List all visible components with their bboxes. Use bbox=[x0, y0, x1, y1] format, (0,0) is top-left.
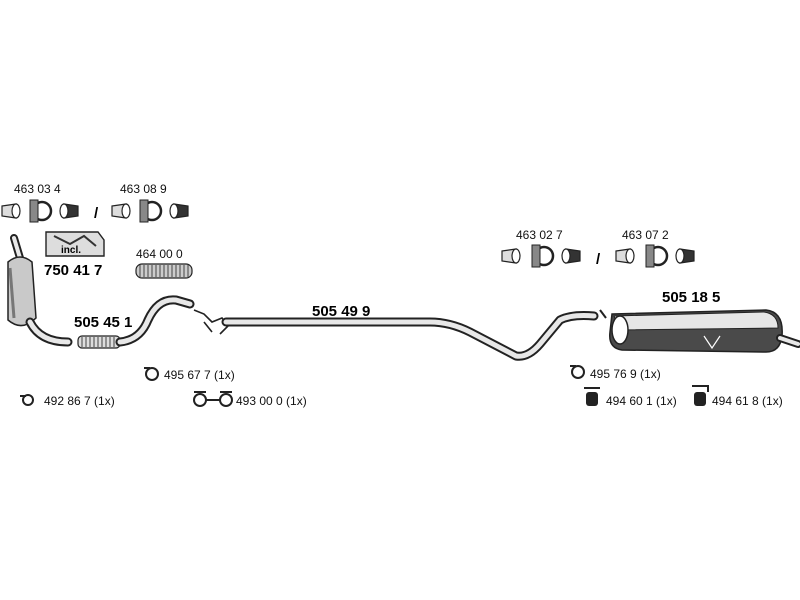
kit-incl-label: incl. bbox=[61, 245, 81, 256]
gasket-label: 493 00 0 (1x) bbox=[236, 394, 307, 408]
clamp-set-icon bbox=[1, 199, 189, 223]
front-pipe bbox=[77, 295, 195, 349]
rear-clamp-set-icon bbox=[501, 244, 695, 268]
mount-2-label: 494 61 8 (1x) bbox=[712, 394, 783, 408]
clip-icon-3 bbox=[570, 365, 585, 379]
clamp-c-label: 463 02 7 bbox=[516, 228, 563, 242]
mount-1-label: 494 60 1 (1x) bbox=[606, 394, 677, 408]
mounting-kit-icon bbox=[45, 231, 105, 257]
flex-pipe-label: 464 00 0 bbox=[136, 247, 183, 261]
mid-pipe bbox=[193, 309, 599, 361]
front-pipe-label: 505 45 1 bbox=[74, 314, 132, 331]
clamp-b-label: 463 08 9 bbox=[120, 182, 167, 196]
clamp-d-label: 463 07 2 bbox=[622, 228, 669, 242]
rear-muffler-label: 505 18 5 bbox=[662, 289, 720, 306]
clip-2-label: 495 67 7 (1x) bbox=[164, 368, 235, 382]
clip-icon bbox=[20, 394, 34, 406]
clip-icon-2 bbox=[144, 367, 159, 381]
separator-1: / bbox=[94, 205, 99, 222]
clip-1-label: 492 86 7 (1x) bbox=[44, 394, 115, 408]
clip-3-label: 495 76 9 (1x) bbox=[590, 367, 661, 381]
rubber-mount-icon bbox=[584, 387, 600, 406]
separator-2: / bbox=[596, 251, 601, 268]
rubber-mount-icon-2 bbox=[692, 385, 709, 406]
kit-label: 750 41 7 bbox=[44, 262, 102, 279]
mid-pipe-label: 505 49 9 bbox=[312, 303, 370, 320]
catalytic-converter bbox=[7, 234, 73, 347]
clamp-a-label: 463 03 4 bbox=[14, 182, 61, 196]
rear-muffler bbox=[599, 309, 800, 353]
gasket-icon bbox=[193, 391, 233, 407]
flex-pipe-icon bbox=[135, 263, 193, 279]
